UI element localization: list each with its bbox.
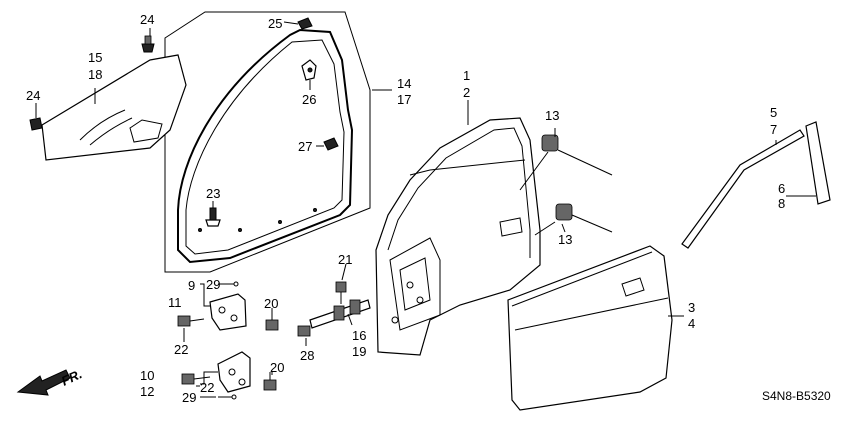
callout-10: 10 [140, 368, 154, 383]
callout-29-top: 29 [206, 277, 220, 292]
callout-1: 1 [463, 68, 470, 83]
callout-24-left: 24 [26, 88, 40, 103]
callout-29-bottom: 29 [182, 390, 196, 405]
direction-label: FR. [59, 366, 84, 388]
bolt-20-bottom [263, 372, 277, 391]
callout-5: 5 [770, 105, 777, 120]
callout-24-top: 24 [140, 12, 154, 27]
callout-11: 11 [168, 295, 182, 310]
clip-25 [297, 17, 313, 30]
callout-19: 19 [352, 344, 366, 359]
callout-23: 23 [206, 186, 220, 201]
lower-hinge-10-12 [217, 351, 251, 393]
callout-18: 18 [88, 67, 102, 82]
callout-7: 7 [770, 122, 777, 137]
callout-22-top: 22 [174, 342, 188, 357]
bolt-28 [297, 325, 311, 337]
pin-29-top [218, 281, 239, 287]
callout-14: 14 [397, 76, 411, 91]
bolt-21 [335, 281, 347, 304]
bolt-22-top [177, 315, 205, 327]
callout-9: 9 [188, 278, 195, 293]
callout-4: 4 [688, 316, 695, 331]
callout-17: 17 [397, 92, 411, 107]
hole-seal-15-18 [41, 54, 187, 161]
clip-26 [301, 59, 317, 81]
pin-29-bottom [218, 394, 237, 400]
callout-3: 3 [688, 300, 695, 315]
door-skin-3-4 [507, 245, 673, 411]
stopper-13-bottom [534, 203, 573, 236]
door-checker-16-19 [309, 299, 371, 329]
door-frame-1-2 [375, 117, 541, 356]
upper-hinge-9-11 [209, 293, 247, 331]
clip-23 [205, 207, 221, 227]
callout-13-top: 13 [545, 108, 559, 123]
callout-6: 6 [778, 181, 785, 196]
callout-8: 8 [778, 196, 785, 211]
callout-22-bottom: 22 [200, 380, 214, 395]
leader-lines [35, 21, 816, 398]
bolt-20-top [265, 312, 279, 331]
callout-15: 15 [88, 50, 102, 65]
callout-16: 16 [352, 328, 366, 343]
callout-13-bottom: 13 [558, 232, 572, 247]
clip-24-top [141, 35, 155, 53]
diagram-code: S4N8-B5320 [762, 389, 831, 403]
callout-28: 28 [300, 348, 314, 363]
weatherstrip-group [164, 11, 371, 273]
front-direction-arrow: FR. [16, 366, 84, 396]
garnish-6-8 [805, 121, 831, 205]
stopper-13-top [519, 134, 559, 191]
clip-27 [323, 137, 339, 151]
sash-molding-5-7 [681, 129, 805, 249]
callout-27: 27 [298, 139, 312, 154]
clip-24-left [29, 117, 43, 131]
callout-2: 2 [463, 85, 470, 100]
callout-20-bottom: 20 [270, 360, 284, 375]
callout-26: 26 [302, 92, 316, 107]
callout-20-top: 20 [264, 296, 278, 311]
callout-12: 12 [140, 384, 154, 399]
callout-21: 21 [338, 252, 352, 267]
bolt-22-bottom [181, 373, 211, 385]
callout-25: 25 [268, 16, 282, 31]
